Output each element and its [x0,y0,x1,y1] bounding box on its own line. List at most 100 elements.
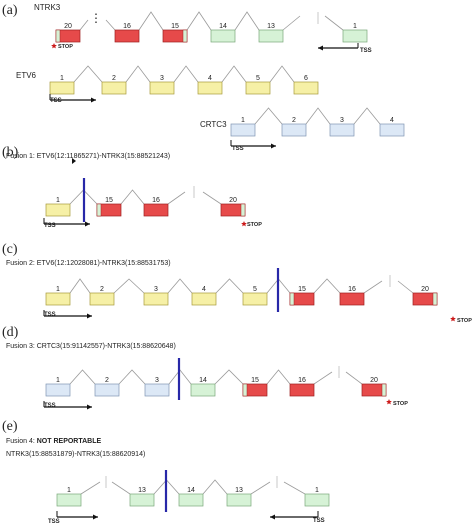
exon-utr-segment [240,203,246,217]
intron-line [254,107,283,125]
exon-box [242,292,268,306]
fusion-4-title: Fusion 4: NOT REPORTABLE [6,438,102,445]
intron-line [80,481,101,495]
panel-b: (b) Fusion 1: ETV6(12:11865271)-NTRK3(15… [2,145,262,229]
panel-d-letter: (d) [2,325,19,340]
exon-utr-segment [182,29,188,43]
stop-label: STOP [457,318,472,324]
exon-box [149,81,175,95]
intron-line [125,65,151,83]
exon-number-label: 15 [105,197,113,204]
intron-line [214,369,244,385]
exon-box [197,81,223,95]
tss-label: TSS [48,519,60,525]
exon-box [45,292,71,306]
exon-number-label: 15 [251,377,259,384]
exon-number-label: 1 [67,487,71,494]
tss-label: TSS [50,98,62,104]
exon-number-label: 13 [138,487,146,494]
exon-number-label: 1 [241,117,245,124]
exon-box [230,123,256,137]
intron-line [113,278,145,294]
stop-star-icon [241,221,247,227]
exon-box [45,383,71,397]
fusion-1-track: 1 15 16 20 [43,158,247,227]
exon-box [329,123,355,137]
exon-box [293,81,319,95]
exon-box [178,493,204,507]
intron-line [250,481,271,495]
stop-label: STOP [247,222,262,228]
exon-number-label: 20 [370,377,378,384]
stop-label: STOP [393,401,408,407]
exon-box [101,81,127,95]
exon-number-label: 2 [105,377,109,384]
panel-a-letter: (a) [2,3,18,18]
fusion-4-title-prefix: Fusion 4: [6,438,37,445]
exon-box [45,203,71,217]
exon-box [339,292,365,306]
intron-line [138,11,164,31]
exon-number-label: 1 [56,377,60,384]
exon-number-label: 3 [154,286,158,293]
tss-arrow-head [318,45,323,51]
exon-box [191,292,217,306]
gene-name-ntrk3: NTRK3 [34,3,61,12]
exon-number-label: 16 [298,377,306,384]
intron-line [105,19,116,31]
tss-arrow-head [93,514,98,520]
exon-number-label: 1 [353,23,357,30]
tss-label: TSS [313,518,325,524]
exon-number-label: 20 [229,197,237,204]
stop-label: STOP [58,44,73,50]
exon-utr-segment [289,292,295,306]
intron-line [283,481,306,495]
exon-number-label: 16 [152,197,160,204]
stop-star-icon [386,399,392,405]
exon-number-label: 16 [123,23,131,30]
intron-line [118,369,146,385]
exon-number-label: 1 [315,487,319,494]
panel-e: (e) Fusion 4: NOT REPORTABLE NTRK3(15:88… [2,419,330,525]
exon-number-label: 2 [292,117,296,124]
exon-box [144,383,170,397]
exon-number-label: 3 [155,377,159,384]
intron-line [234,11,260,31]
exon-box [258,29,284,43]
intron-line [305,107,331,125]
exon-utr-segment [432,292,438,306]
intron-line [173,65,199,83]
intron-line [313,371,333,385]
exon-utr-segment [96,203,102,217]
tss-label: TSS [360,48,372,54]
fusion-2-title: Fusion 2: ETV6(12:12028081)-NTRK3(15:885… [6,260,171,267]
exon-number-label: 5 [256,75,260,82]
exon-number-label: 4 [202,286,206,293]
exon-number-label: 5 [253,286,257,293]
intron-line [202,191,222,205]
gene-name-etv6: ETV6 [16,71,37,80]
tss-arrow-head [91,97,96,103]
exon-box [304,493,330,507]
exon-box [56,493,82,507]
intron-line [202,479,228,495]
exon-box [89,292,115,306]
stop-star-icon [51,43,57,49]
intron-line [313,278,341,294]
exon-number-label: 1 [56,286,60,293]
intron-line [397,280,414,294]
exon-number-label: 20 [421,286,429,293]
tss-arrow-head [85,221,90,227]
exon-box [49,81,75,95]
intron-line [215,278,244,294]
exon-number-label: 1 [56,197,60,204]
panel-b-letter: (b) [2,145,19,160]
intron-line [120,189,145,205]
exon-utr-segment [242,383,248,397]
